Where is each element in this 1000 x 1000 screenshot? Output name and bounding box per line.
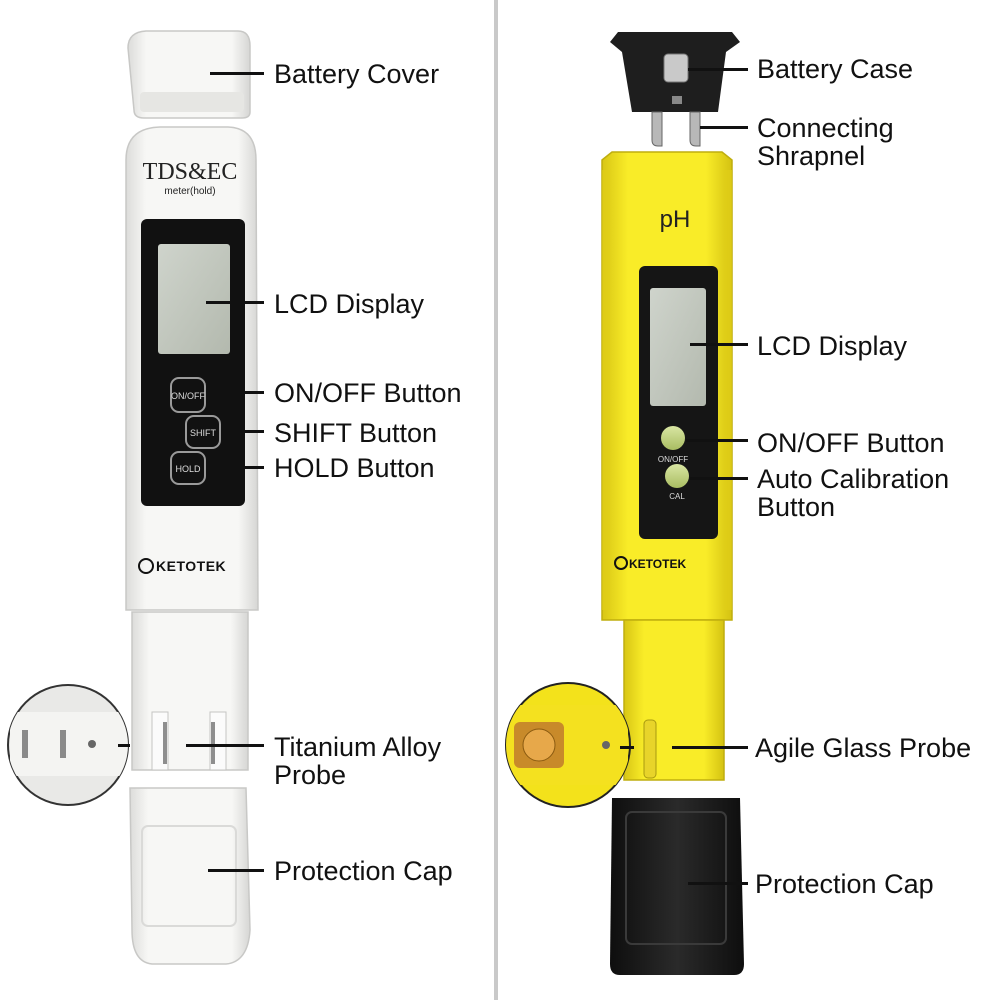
- leader-hold: [208, 466, 264, 469]
- connecting-shrapnel: [651, 111, 701, 147]
- ph-on-off-button[interactable]: ON/OFF: [658, 426, 688, 464]
- svg-text:SHIFT: SHIFT: [190, 428, 217, 438]
- label-shift: SHIFT Button: [274, 418, 438, 448]
- ph-probe-housing: [623, 619, 725, 781]
- ph-maker-logo: KETOTEK: [614, 556, 686, 571]
- label-auto-calibration: Auto Calibration Button: [757, 465, 949, 521]
- label-battery-cover: Battery Cover: [274, 59, 440, 89]
- label-lcd-display-right: LCD Display: [757, 331, 908, 361]
- ph-meter: pH ON/OFF CAL KETOTEK: [505, 32, 744, 975]
- ph-protection-cap: [610, 798, 744, 975]
- leader-on-off-left: [206, 391, 264, 394]
- label-hold: HOLD Button: [274, 453, 435, 483]
- label-connecting-line2: Shrapnel: [757, 141, 866, 171]
- label-battery-case: Battery Case: [757, 54, 914, 84]
- label-on-off-right: ON/OFF Button: [757, 428, 945, 458]
- leader-probe-inset: [118, 744, 130, 747]
- ph-probe-inset: [505, 682, 631, 808]
- leader-on-off-right: [686, 439, 748, 442]
- svg-text:KETOTEK: KETOTEK: [629, 557, 686, 571]
- ph-cal-button[interactable]: CAL: [665, 464, 689, 501]
- tds-on-off-button[interactable]: ON/OFF: [170, 377, 206, 413]
- ph-lcd: [650, 288, 706, 406]
- tds-lcd: [158, 244, 230, 354]
- leader-battery-case: [688, 68, 748, 71]
- label-auto-cal-line1: Auto Calibration: [757, 464, 950, 494]
- label-lcd-display-left: LCD Display: [274, 289, 425, 319]
- label-protection-cap-left: Protection Cap: [274, 856, 453, 886]
- label-connecting-shrapnel: Connecting Shrapnel: [757, 114, 894, 170]
- svg-text:KETOTEK: KETOTEK: [156, 558, 226, 574]
- leader-shrapnel: [700, 126, 748, 129]
- svg-text:HOLD: HOLD: [175, 464, 201, 474]
- tds-hold-button[interactable]: HOLD: [170, 451, 206, 485]
- tds-maker-logo: KETOTEK: [138, 558, 226, 574]
- svg-text:ON/OFF: ON/OFF: [171, 391, 205, 401]
- svg-text:CAL: CAL: [669, 492, 685, 501]
- leader-battery-cover: [210, 72, 264, 75]
- tds-ec-meter: TDS&EC meter(hold) ON/OFF SHIFT HOLD KET…: [7, 30, 259, 965]
- label-protection-cap-right: Protection Cap: [755, 869, 934, 899]
- leader-cal: [690, 477, 748, 480]
- svg-text:ON/OFF: ON/OFF: [658, 455, 688, 464]
- tds-brand-subtitle: meter(hold): [164, 186, 215, 197]
- label-glass-probe: Agile Glass Probe: [755, 733, 972, 763]
- tds-protection-cap: [129, 787, 251, 965]
- leader-cap-right: [688, 882, 748, 885]
- label-on-off-left: ON/OFF Button: [274, 378, 462, 408]
- label-titanium-line1: Titanium Alloy: [274, 732, 442, 762]
- ph-brand-title: pH: [660, 206, 691, 233]
- label-titanium-line2: Probe: [274, 760, 347, 790]
- leader-lcd-left: [206, 301, 264, 304]
- tds-shift-button[interactable]: SHIFT: [185, 415, 221, 449]
- center-divider: [494, 0, 498, 1000]
- leader-titanium: [186, 744, 264, 747]
- tds-brand-title: TDS&EC: [143, 159, 238, 185]
- label-connecting-line1: Connecting: [757, 113, 894, 143]
- leader-shift: [222, 430, 264, 433]
- leader-lcd-right: [690, 343, 748, 346]
- leader-glass-inset: [620, 746, 634, 749]
- leader-glass: [672, 746, 748, 749]
- tds-probe-inset: [7, 684, 129, 806]
- label-titanium-probe: Titanium Alloy Probe: [274, 733, 441, 789]
- label-auto-cal-line2: Button: [757, 492, 836, 522]
- leader-cap-left: [208, 869, 264, 872]
